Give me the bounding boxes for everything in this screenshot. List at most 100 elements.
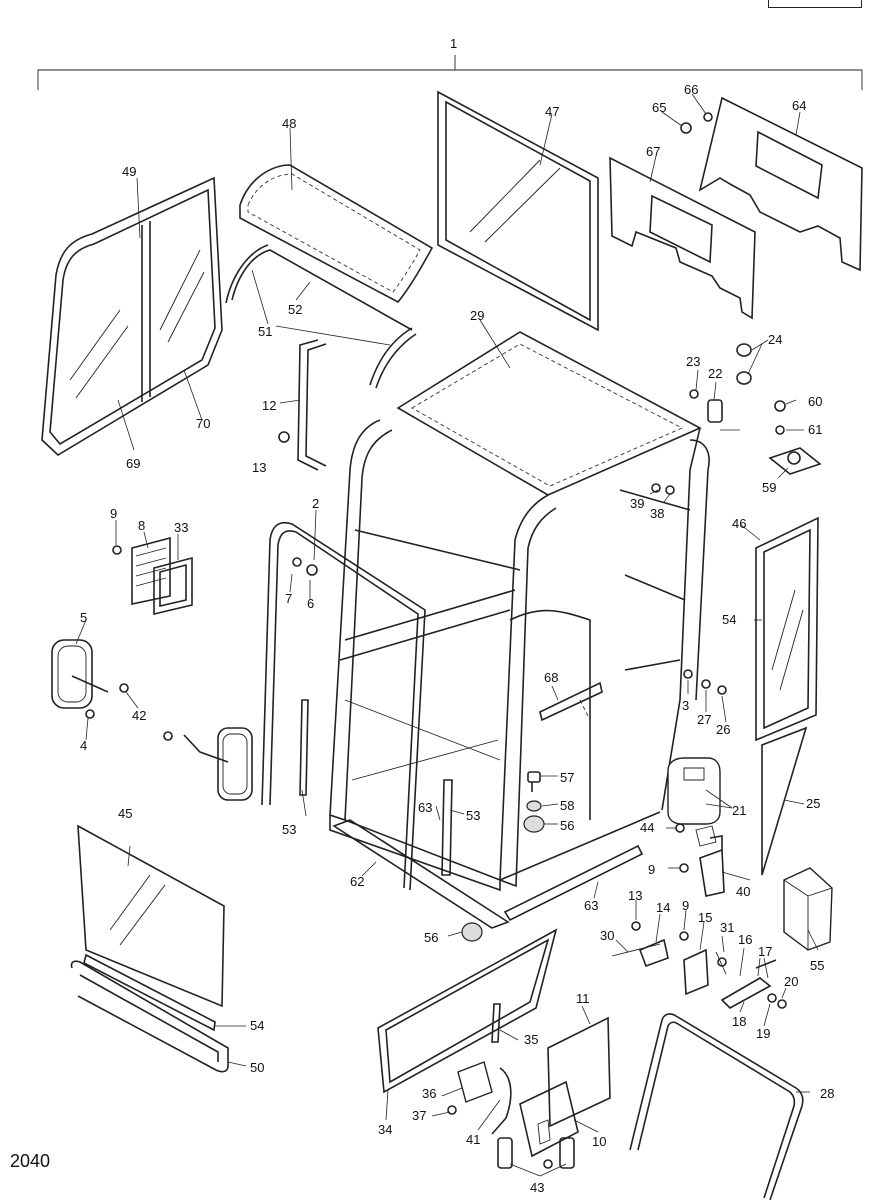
callout-42: 42 xyxy=(132,708,146,723)
callout-4: 4 xyxy=(80,738,87,753)
front-window-parts-49-69-70 xyxy=(41,176,223,456)
callout-47: 47 xyxy=(545,104,559,119)
callout-7: 7 xyxy=(285,591,292,606)
door-frame-part-2 xyxy=(261,521,426,891)
callout-30: 30 xyxy=(600,928,614,943)
callout-labels: 1 2 3 4 5 6 7 8 9 9 9 10 11 12 13 13 14 … xyxy=(80,36,834,1195)
cab-frame-part-29 xyxy=(329,331,710,892)
callout-17: 17 xyxy=(758,944,772,959)
rear-panel-part-67 xyxy=(609,156,756,320)
callout-20: 20 xyxy=(784,974,798,989)
grab-handle-part-12 xyxy=(297,339,327,471)
assembly-bracket xyxy=(37,55,863,90)
page-code: 2040 xyxy=(10,1151,51,1171)
bracket-part-59 xyxy=(768,447,822,475)
callout-63-b: 63 xyxy=(584,898,598,913)
callout-55: 55 xyxy=(810,958,824,973)
bracket-part-40 xyxy=(699,835,725,897)
vent-parts-8-33 xyxy=(131,536,193,616)
box-part-21 xyxy=(667,757,721,847)
door-seal-part-28 xyxy=(629,1013,804,1200)
rings-part-24 xyxy=(736,343,752,385)
callout-6: 6 xyxy=(307,596,314,611)
callout-24: 24 xyxy=(768,332,782,347)
callout-14: 14 xyxy=(656,900,670,915)
callout-49: 49 xyxy=(122,164,136,179)
callout-62: 62 xyxy=(350,874,364,889)
callout-53-a: 53 xyxy=(282,822,296,837)
callout-54-b: 54 xyxy=(250,1018,264,1033)
panel-parts-10-11 xyxy=(519,1016,611,1158)
callout-29: 29 xyxy=(470,308,484,323)
callout-22: 22 xyxy=(708,366,722,381)
callout-61: 61 xyxy=(808,422,822,437)
callout-52: 52 xyxy=(288,302,302,317)
callout-26: 26 xyxy=(716,722,730,737)
callout-57: 57 xyxy=(560,770,574,785)
callout-16: 16 xyxy=(738,932,752,947)
callout-19: 19 xyxy=(756,1026,770,1041)
mirror-part-5 xyxy=(51,639,253,801)
callout-46: 46 xyxy=(732,516,746,531)
callout-68: 68 xyxy=(544,670,558,685)
callout-51: 51 xyxy=(258,324,272,339)
callout-15: 15 xyxy=(698,910,712,925)
callout-58: 58 xyxy=(560,798,574,813)
callout-13-a: 13 xyxy=(252,460,266,475)
fasteners xyxy=(85,112,786,1169)
callout-48: 48 xyxy=(282,116,296,131)
side-window-part-46 xyxy=(755,516,819,742)
callout-28: 28 xyxy=(820,1086,834,1101)
callout-36: 36 xyxy=(422,1086,436,1101)
callout-9-a: 9 xyxy=(110,506,117,521)
callout-59: 59 xyxy=(762,480,776,495)
callout-12: 12 xyxy=(262,398,276,413)
callout-43: 43 xyxy=(530,1180,544,1195)
callout-50: 50 xyxy=(250,1060,264,1075)
callout-2: 2 xyxy=(312,496,319,511)
callout-37: 37 xyxy=(412,1108,426,1123)
callout-3: 3 xyxy=(682,698,689,713)
callout-64: 64 xyxy=(792,98,806,113)
callout-25: 25 xyxy=(806,796,820,811)
callout-8: 8 xyxy=(138,518,145,533)
callout-35: 35 xyxy=(524,1032,538,1047)
callout-9-c: 9 xyxy=(682,898,689,913)
callout-23: 23 xyxy=(686,354,700,369)
callout-40: 40 xyxy=(736,884,750,899)
seal-parts-50-54 xyxy=(70,953,229,1073)
trim-strips xyxy=(299,681,644,929)
side-window-part-25 xyxy=(761,726,808,876)
roof-window-part-48 xyxy=(239,164,434,304)
door-lower-window-part-34 xyxy=(377,928,558,1094)
callout-11: 11 xyxy=(576,991,590,1006)
pads-part-43 xyxy=(497,1137,575,1169)
callout-56-a: 56 xyxy=(560,818,574,833)
latch-hardware-parts-14-20 xyxy=(611,938,787,1009)
rear-panel-part-64 xyxy=(698,96,863,272)
callout-41: 41 xyxy=(466,1132,480,1147)
callout-66: 66 xyxy=(684,82,698,97)
callout-9-b: 9 xyxy=(648,862,655,877)
callout-13-b: 13 xyxy=(628,888,642,903)
lock-part-36 xyxy=(457,1061,512,1135)
leader-lines xyxy=(75,93,819,1177)
title-block-corner xyxy=(768,0,862,8)
callout-53-b: 53 xyxy=(466,808,480,823)
callout-5: 5 xyxy=(80,610,87,625)
callout-45: 45 xyxy=(118,806,132,821)
roof-seals-parts-51-52 xyxy=(225,244,417,389)
callout-44: 44 xyxy=(640,820,654,835)
callout-54-a: 54 xyxy=(722,612,736,627)
callout-69: 69 xyxy=(126,456,140,471)
callout-56-b: 56 xyxy=(424,930,438,945)
callout-65: 65 xyxy=(652,100,666,115)
callout-39: 39 xyxy=(630,496,644,511)
callout-18: 18 xyxy=(732,1014,746,1029)
callout-1: 1 xyxy=(450,36,457,51)
latch-part-22 xyxy=(707,399,723,423)
callout-10: 10 xyxy=(592,1134,606,1149)
callout-67: 67 xyxy=(646,144,660,159)
